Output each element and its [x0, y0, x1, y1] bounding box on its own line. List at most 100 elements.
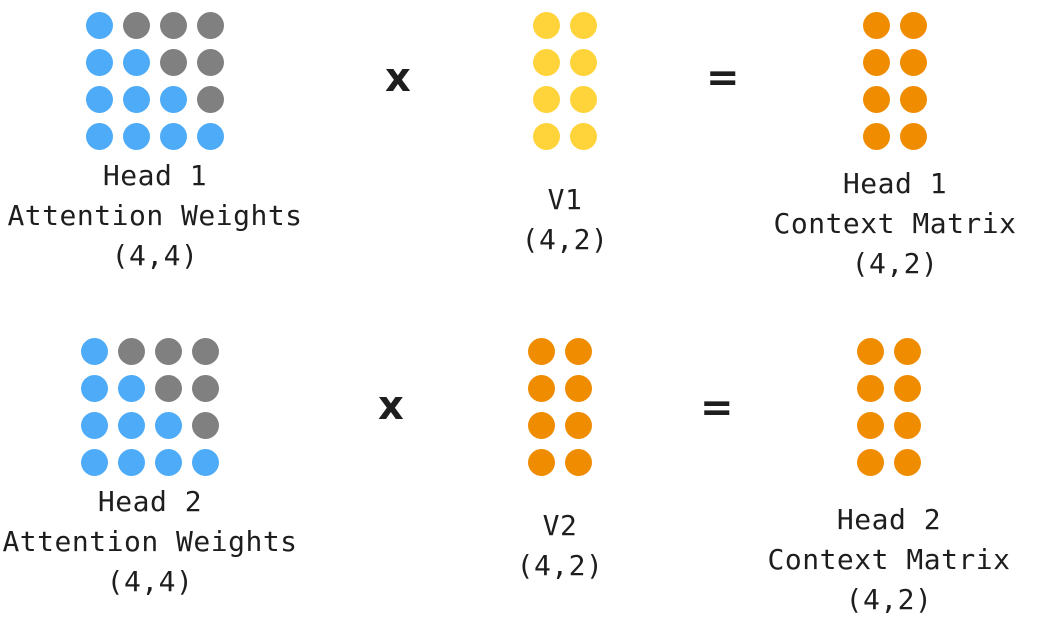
attention-weight-dot [86, 86, 113, 113]
value-shape: (4,2) [516, 549, 604, 582]
attention-matrix [81, 338, 219, 476]
attention-weight-dot [81, 412, 108, 439]
equals-operator: = [700, 385, 734, 431]
context-dot [863, 123, 890, 150]
head-2-row: Head 2 Attention Weights (4,4) x V2 (4,2… [0, 326, 1042, 636]
attention-shape: (4,4) [106, 565, 194, 598]
head-1-context-block: Head 1 Context Matrix (4,2) [774, 12, 1016, 284]
attention-weight-dot [81, 338, 108, 365]
context-caption: Head 1 Context Matrix (4,2) [774, 164, 1017, 284]
attention-caption: Head 1 Attention Weights (4,4) [7, 156, 302, 276]
attention-caption: Head 2 Attention Weights (4,4) [2, 482, 297, 602]
value-dot [528, 338, 555, 365]
value-dot [533, 123, 560, 150]
masked-weight-dot [160, 12, 187, 39]
value-dot [570, 49, 597, 76]
value-matrix [528, 338, 592, 476]
value-dot [533, 49, 560, 76]
masked-weight-dot [192, 375, 219, 402]
context-dot [900, 49, 927, 76]
attention-weight-dot [123, 86, 150, 113]
attention-weight-dot [86, 12, 113, 39]
head-1-attention-block: Head 1 Attention Weights (4,4) [7, 12, 302, 276]
context-matrix [857, 338, 921, 476]
context-dot [863, 49, 890, 76]
attention-head-title: Head 2 [97, 485, 203, 518]
head-2-context-block: Head 2 Context Matrix (4,2) [768, 338, 1010, 620]
context-head-title: Head 2 [836, 503, 942, 536]
context-dot [857, 412, 884, 439]
masked-weight-dot [118, 338, 145, 365]
v2-block: V2 (4,2) [475, 338, 645, 586]
attention-subtitle: Attention Weights [7, 199, 303, 232]
value-dot [565, 375, 592, 402]
context-matrix [863, 12, 927, 150]
context-dot [857, 449, 884, 476]
masked-weight-dot [155, 375, 182, 402]
context-dot [894, 338, 921, 365]
attention-weight-dot [160, 123, 187, 150]
multiply-operator: x [378, 383, 404, 429]
value-dot [528, 449, 555, 476]
masked-weight-dot [160, 49, 187, 76]
attention-weight-dot [81, 449, 108, 476]
multiply-operator: x [385, 55, 411, 101]
context-caption: Head 2 Context Matrix (4,2) [768, 500, 1011, 620]
value-dot [533, 86, 560, 113]
context-dot [857, 338, 884, 365]
value-caption: V2 (4,2) [517, 506, 604, 586]
attention-weight-dot [118, 375, 145, 402]
masked-weight-dot [197, 12, 224, 39]
attention-weight-dot [118, 449, 145, 476]
attention-head-title: Head 1 [102, 159, 208, 192]
attention-weight-dot [86, 123, 113, 150]
attention-weight-dot [197, 123, 224, 150]
context-dot [900, 86, 927, 113]
value-dot [528, 412, 555, 439]
context-head-title: Head 1 [842, 167, 948, 200]
value-dot [570, 12, 597, 39]
context-subtitle: Context Matrix [767, 543, 1011, 576]
masked-weight-dot [192, 412, 219, 439]
attention-shape: (4,4) [111, 239, 199, 272]
context-dot [894, 449, 921, 476]
context-dot [857, 375, 884, 402]
masked-weight-dot [197, 49, 224, 76]
masked-weight-dot [123, 12, 150, 39]
value-matrix [533, 12, 597, 150]
context-subtitle: Context Matrix [773, 207, 1017, 240]
attention-matrix [86, 12, 224, 150]
value-dot [565, 338, 592, 365]
masked-weight-dot [197, 86, 224, 113]
context-dot [900, 12, 927, 39]
context-dot [894, 412, 921, 439]
attention-weight-dot [160, 86, 187, 113]
value-dot [528, 375, 555, 402]
context-shape: (4,2) [845, 583, 933, 616]
context-dot [863, 86, 890, 113]
context-dot [863, 12, 890, 39]
attention-weight-dot [118, 412, 145, 439]
masked-weight-dot [155, 338, 182, 365]
attention-weight-dot [81, 375, 108, 402]
masked-weight-dot [192, 338, 219, 365]
attention-subtitle: Attention Weights [2, 525, 298, 558]
context-dot [894, 375, 921, 402]
value-dot [570, 123, 597, 150]
value-caption: V1 (4,2) [522, 180, 609, 260]
attention-weight-dot [192, 449, 219, 476]
value-dot [565, 449, 592, 476]
head-2-attention-block: Head 2 Attention Weights (4,4) [2, 338, 297, 602]
context-shape: (4,2) [851, 247, 939, 280]
attention-weight-dot [123, 49, 150, 76]
value-dot [570, 86, 597, 113]
value-shape: (4,2) [521, 223, 609, 256]
context-dot [900, 123, 927, 150]
attention-weight-dot [155, 412, 182, 439]
v1-block: V1 (4,2) [480, 12, 650, 260]
value-dot [565, 412, 592, 439]
attention-weight-dot [155, 449, 182, 476]
equals-operator: = [706, 55, 740, 101]
value-title: V2 [542, 509, 578, 542]
head-1-row: Head 1 Attention Weights (4,4) x V1 (4,2… [0, 0, 1042, 310]
